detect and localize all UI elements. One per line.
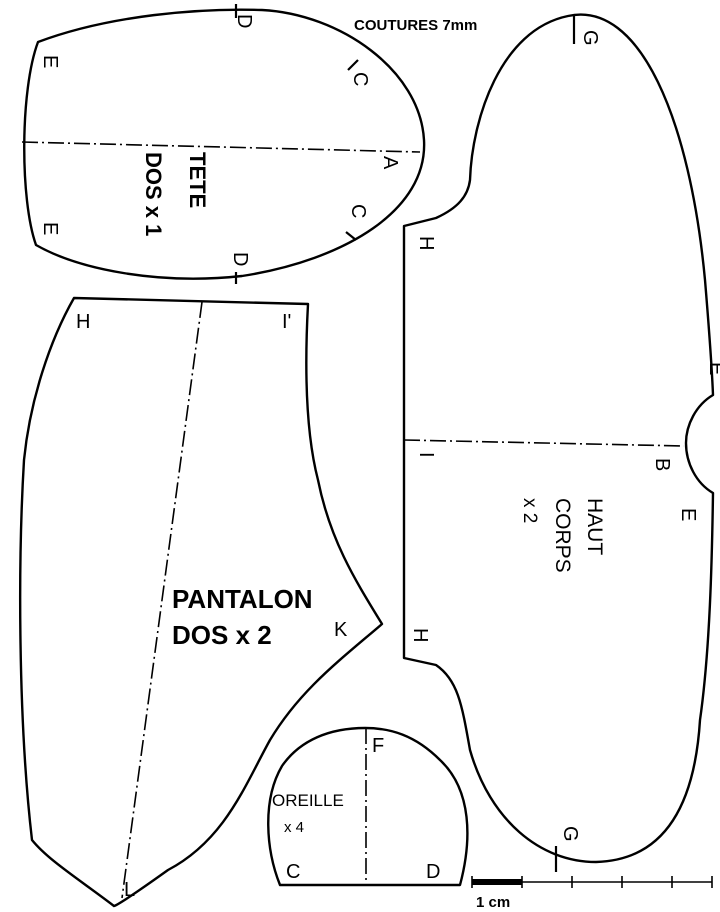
head-back-piece: E E D C A C D TETE DOS x 1 <box>21 4 426 284</box>
head-back-mark-e-bottom: E <box>39 222 61 235</box>
upper-body-mark-i: I <box>415 452 437 458</box>
upper-body-mark-e-bottom: E <box>677 508 699 521</box>
head-back-notch-c-top <box>347 59 359 71</box>
trousers-back-mark-i: I' <box>282 311 291 333</box>
ear-mark-f: F <box>372 735 384 757</box>
upper-body-piece: G H E I B E H G HAUT CORPS x 2 <box>402 13 720 872</box>
trousers-back-name-line1: PANTALON <box>172 584 313 614</box>
head-back-mark-e-top: E <box>39 55 61 68</box>
head-back-notch-c-bottom <box>345 231 357 241</box>
upper-body-mark-h-top: H <box>415 236 437 250</box>
head-back-name-line2: DOS x 1 <box>141 152 166 236</box>
upper-body-mark-b: B <box>651 458 673 471</box>
upper-body-mark-h-bottom: H <box>409 628 431 642</box>
head-back-mark-d-bottom: D <box>229 252 251 266</box>
head-back-grain-line <box>21 141 421 153</box>
upper-body-mark-g-top: G <box>579 30 601 46</box>
upper-body-grain-line <box>403 439 685 447</box>
upper-body-name-line2: CORPS <box>551 498 574 573</box>
head-back-mark-c-top: C <box>349 72 371 86</box>
ear-name-line1: OREILLE <box>272 791 344 810</box>
trousers-back-mark-l: L <box>124 879 135 901</box>
upper-body-outline <box>402 13 715 864</box>
head-back-mark-a: A <box>379 156 401 170</box>
scale-bar-one-cm-segment <box>472 879 522 885</box>
trousers-back-piece: H I' K L PANTALON DOS x 2 <box>18 296 384 908</box>
upper-body-mark-e-top: E <box>705 362 720 375</box>
seam-allowance-note: COUTURES 7mm <box>354 17 477 34</box>
head-back-mark-d-top: D <box>233 14 255 28</box>
scale-bar: 1 cm <box>471 876 713 911</box>
ear-mark-d: D <box>426 861 440 883</box>
head-back-name-line1: TETE <box>185 152 210 208</box>
head-back-mark-c-bottom: C <box>347 204 369 218</box>
trousers-back-mark-k: K <box>334 619 348 641</box>
upper-body-name-line1: HAUT <box>583 498 606 555</box>
trousers-back-outline <box>18 296 384 908</box>
trousers-back-mark-h: H <box>76 311 90 333</box>
scale-bar-label: 1 cm <box>476 894 510 911</box>
upper-body-mark-g-bottom: G <box>559 826 581 842</box>
ear-mark-c: C <box>286 861 300 883</box>
upper-body-name-line3: x 2 <box>519 498 540 523</box>
ear-name-line2: x 4 <box>284 819 304 836</box>
ear-outline <box>267 726 469 887</box>
trousers-back-name-line2: DOS x 2 <box>172 620 272 650</box>
trousers-back-grain-line <box>121 301 203 899</box>
ear-piece: F C D OREILLE x 4 <box>267 726 469 887</box>
